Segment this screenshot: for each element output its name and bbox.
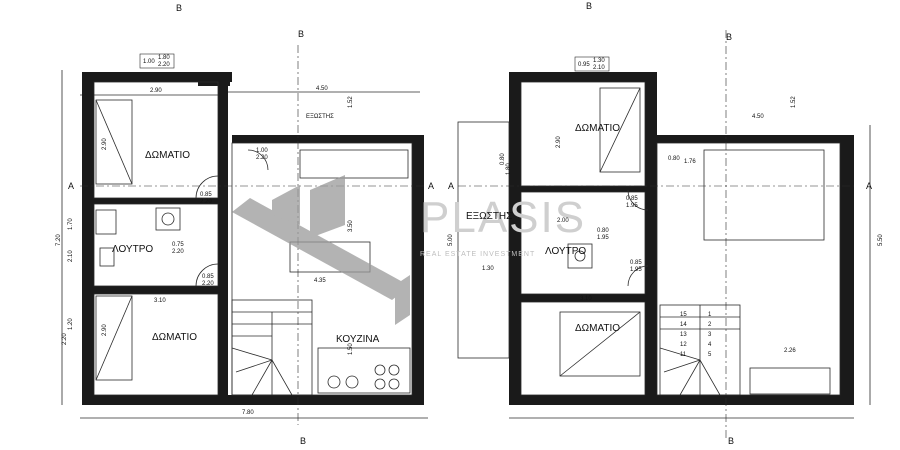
section-mark-b: B [586,1,592,11]
room-label-bathroom: ΛΟΥΤΡΟ [545,246,586,257]
dim-label: 3.10 [580,296,592,302]
door-height: 1.95 [630,267,642,273]
window-height: 1.30 [593,58,605,64]
section-mark-a: A [448,181,454,191]
dim-label: 7.80 [242,410,254,416]
window-height: 1.80 [158,55,170,61]
stair-number: 13 [680,332,687,338]
plasis-logo-shape [232,175,410,325]
door-width: 0.85 [202,274,214,280]
ground-floor-plan [61,45,428,425]
watermark-name: PLASIS [420,193,586,242]
dim-label: 2.10 [68,250,74,262]
window-sill: 2.20 [158,62,170,68]
dim-label: 1.50 [348,343,354,355]
stair-number: 15 [680,312,687,318]
dim-label: 1.52 [791,96,797,108]
dim-label: 2.20 [62,333,68,345]
stair-number: 3 [708,332,712,338]
room-label-outdoor: ΕΞΩΣΤΗΣ [306,114,334,120]
dim-label: 2.26 [784,348,796,354]
stair-step-numbers: 15 14 13 12 11 1 2 3 4 5 [680,312,712,358]
door-width: 0.75 [172,242,184,248]
dim-label: 4.50 [316,86,328,92]
stair-number: 12 [680,342,687,348]
door-spec: 1.00 2.20 0.85 2.20 0.75 2.20 0.85 2.20 [172,148,268,287]
door-height: 1.95 [626,203,638,209]
window-width: 0.80 [668,156,680,162]
section-mark-b: B [176,3,182,13]
dim-label: 3.10 [154,298,166,304]
section-mark-a: A [68,181,74,191]
door-height: 1.95 [597,235,609,241]
upper-floor-plan [457,30,871,440]
dim-label: 3.50 [348,220,354,232]
window-spec-box: 1.00 1.80 2.20 [139,53,175,69]
section-mark-b: B [298,29,304,39]
section-mark-b: B [300,436,306,446]
room-label-bedroom-bottom: ΔΩΜΑΤΙΟ [152,332,197,343]
watermark-tagline: REAL ESTATE INVESTMENT [420,251,535,258]
stair-number: 14 [680,322,687,328]
dim-label: 1.20 [68,318,74,330]
room-label-bedroom-top: ΔΩΜΑΤΙΟ [575,123,620,134]
window-height: 1.76 [684,159,696,165]
dim-label: 1.52 [348,96,354,108]
dim-label: 7.20 [56,234,62,246]
dim-label: 4.35 [314,278,326,284]
window-sill: 2.10 [593,65,605,71]
door-width: 0.85 [630,260,642,266]
door-width: 0.80 [597,228,609,234]
dim-label: 5.00 [448,234,454,246]
section-mark-b: B [728,436,734,446]
stair-number: 2 [708,322,712,328]
room-label-outdoor: ΕΞΩΣΤΗΣ [466,211,512,222]
door-width: 0.85 [626,196,638,202]
dim-label: 1.30 [482,266,494,272]
dim-label: 2.90 [556,136,562,148]
door-height: 2.20 [256,155,268,161]
dim-label: 2.00 [557,218,569,224]
door-width: 1.00 [256,148,268,154]
upper-floor-labels: ΔΩΜΑΤΙΟ ΔΩΜΑΤΙΟ ΛΟΥΤΡΟ ΕΞΩΣΤΗΣ 4.50 3.10… [448,56,884,358]
door-width: 0.85 [200,192,212,198]
door-spec: 0.80 1.76 0.80 1.80 0.85 1.95 0.80 1.95 … [500,153,696,273]
stair-number: 11 [680,352,687,358]
window-spec-box: 0.95 1.30 2.10 [574,56,610,72]
ground-floor-labels: ΔΩΜΑΤΙΟ ΔΩΜΑΤΙΟ ΛΟΥΤΡΟ ΚΟΥΖΙΝΑ ΕΞΩΣΤΗΣ 2… [56,53,380,416]
dim-label: 4.50 [752,114,764,120]
window-width: 0.80 [500,153,506,165]
room-label-bathroom: ΛΟΥΤΡΟ [112,244,153,255]
door-height: 2.20 [200,199,212,205]
room-label-bedroom-top: ΔΩΜΑΤΙΟ [145,150,190,161]
window-height: 1.80 [506,163,512,175]
section-mark-b: B [726,32,732,42]
window-width: 0.95 [578,62,590,68]
stair-number: 5 [708,352,712,358]
window-width: 1.00 [143,59,155,65]
dim-label: 5.50 [878,234,884,246]
section-mark-a: A [428,181,434,191]
dim-label: 2.90 [150,88,162,94]
stair-number: 4 [708,342,712,348]
stair-number: 1 [708,312,712,318]
door-height: 2.20 [172,249,184,255]
section-markers: B B B A A B B B A A [68,1,872,446]
dim-label: 1.70 [68,218,74,230]
dim-label: 2.90 [102,138,108,150]
door-height: 2.20 [202,281,214,287]
dim-label: 2.90 [102,324,108,336]
section-mark-a: A [866,181,872,191]
room-label-kitchen: ΚΟΥΖΙΝΑ [336,334,380,345]
room-label-bedroom-bottom: ΔΩΜΑΤΙΟ [575,323,620,334]
